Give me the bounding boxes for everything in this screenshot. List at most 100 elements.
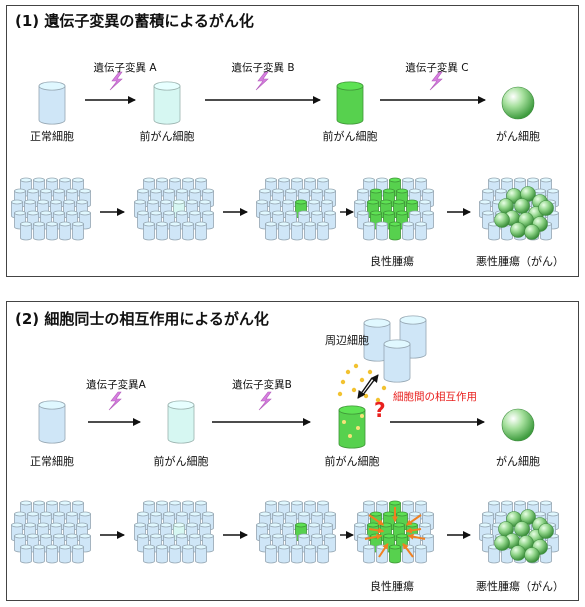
p1-t1-cell-26	[59, 221, 71, 241]
p1-t3-cell-27	[317, 221, 329, 241]
p1-t1-cell-27	[72, 221, 84, 241]
p1-t4-cell-25	[389, 221, 401, 241]
lightning-icon-b2	[258, 391, 272, 411]
p2-t4-cell-27	[415, 544, 427, 564]
tissue-label-benign: 良性腫瘍	[370, 255, 414, 268]
p1-t4-cell-24	[376, 221, 388, 241]
stage-label-precancer-1: 前がん細胞	[139, 130, 195, 143]
panel1-title: (1) 遺伝子変異の蓄積によるがん化	[15, 12, 254, 30]
p2-t1-tissue	[11, 500, 91, 564]
mutation-label-a2: 遺伝子変異A	[86, 379, 146, 391]
stage-label-precancer-2b: 前がん細胞	[324, 455, 380, 468]
p2-t5-cancer-cell-9	[494, 535, 510, 551]
surrounding-cell-3	[383, 339, 411, 383]
p1-t2-cell-23	[143, 221, 155, 241]
p2-t2-cell-24	[156, 544, 168, 564]
p1-t1-cell-24	[33, 221, 45, 241]
p2-t3-tissue	[256, 500, 336, 564]
p2-t3-cell-25	[291, 544, 303, 564]
p1-t2-cell-25	[169, 221, 181, 241]
signal-dot-6	[381, 385, 387, 391]
signal-dot-5	[367, 369, 373, 375]
p1-t4-cell-27	[415, 221, 427, 241]
tissue-label-malignant-2: 悪性腫瘍（がん）	[476, 580, 564, 593]
p1-t5-cancer-cell-9	[494, 212, 510, 228]
p1-t3-cell-25	[291, 221, 303, 241]
p2-t4-signal-arrow-8	[405, 527, 422, 534]
lightning-icon-a2	[108, 391, 122, 411]
signal-dot-4	[351, 387, 357, 393]
p1-t4-tissue	[354, 177, 434, 241]
p2-t1-cell-26	[59, 544, 71, 564]
p1-t4-cell-26	[402, 221, 414, 241]
inner-signal-dot-2	[348, 434, 352, 438]
p2-t4-signal-arrow-4	[407, 533, 426, 540]
p2-t3-cell-24	[278, 544, 290, 564]
p2-t1-cell-25	[46, 544, 58, 564]
p2-t3-cell-27	[317, 544, 329, 564]
mutation-label-c: 遺伝子変異 C	[405, 62, 469, 74]
precancer-cell-interacting	[338, 405, 366, 449]
p2-t3-cell-26	[304, 544, 316, 564]
p2-t5-cancer-cell-12	[538, 523, 554, 539]
inner-signal-dot-0	[342, 420, 346, 424]
p2-t5-cancer-cell-10	[510, 545, 526, 561]
p1-t3-tissue	[256, 177, 336, 241]
p2-t2-cell-27	[195, 544, 207, 564]
cancer-cell-sphere-2	[501, 408, 535, 442]
signal-dot-2	[340, 379, 346, 385]
stage-label-cancer: がん細胞	[496, 130, 540, 143]
p2-t4-cell-23	[363, 544, 375, 564]
p1-t5-cancer-cell-10	[510, 222, 526, 238]
lightning-icon-a	[109, 71, 123, 91]
p1-t5-cancer-cell-11	[524, 224, 540, 240]
mutation-label-b2: 遺伝子変異B	[232, 379, 292, 391]
p1-t1-cell-23	[20, 221, 32, 241]
p1-t1-cell-25	[46, 221, 58, 241]
interaction-arrow-down	[357, 377, 373, 399]
signal-dot-0	[345, 369, 351, 375]
inner-signal-dot-1	[356, 426, 360, 430]
p1-t5-tissue	[479, 177, 559, 241]
p1-t3-cell-24	[278, 221, 290, 241]
p2-t4-signal-arrow-0	[368, 514, 385, 526]
p2-t2-cell-25	[169, 544, 181, 564]
inner-signal-dot-3	[360, 414, 364, 418]
signal-dot-7	[337, 391, 343, 397]
stage-label-cancer-2: がん細胞	[496, 455, 540, 468]
tissue-label-malignant: 悪性腫瘍（がん）	[476, 255, 564, 268]
p2-t4-signal-arrow-3	[364, 533, 383, 540]
interaction-label: 細胞間の相互作用	[393, 391, 477, 403]
signal-dot-9	[363, 393, 369, 399]
p1-t2-cell-26	[182, 221, 194, 241]
signal-dot-8	[375, 397, 381, 403]
precancer-cell-light-1	[153, 81, 181, 125]
p2-t4-signal-arrow-5	[378, 542, 389, 558]
lightning-icon-b	[255, 71, 269, 91]
p2-t1-cell-27	[72, 544, 84, 564]
stage-label-normal-2: 正常細胞	[30, 455, 74, 468]
p1-t2-tissue	[134, 177, 214, 241]
p2-t5-cancer-cell-11	[524, 547, 540, 563]
stage-label-normal: 正常細胞	[30, 130, 74, 143]
p2-t4-cell-25	[389, 544, 401, 564]
p2-t2-tissue	[134, 500, 214, 564]
p2-t2-cell-26	[182, 544, 194, 564]
p1-t2-cell-27	[195, 221, 207, 241]
mutation-label-b: 遺伝子変異 B	[231, 62, 295, 74]
mutation-label-a: 遺伝子変異 A	[93, 62, 157, 74]
p2-t5-cancer-cell-4	[514, 521, 530, 537]
normal-cell-1	[38, 81, 66, 125]
p2-t5-tissue	[479, 500, 559, 564]
question-mark: ?	[374, 398, 386, 422]
p1-t1-tissue	[11, 177, 91, 241]
cancer-cell-sphere-1	[501, 86, 535, 120]
surrounding-cell-label: 周辺細胞	[325, 334, 369, 347]
p2-t4-signal-arrow-7	[368, 527, 385, 534]
p2-t2-cell-23	[143, 544, 155, 564]
stage-label-precancer-2a: 前がん細胞	[153, 455, 209, 468]
p2-t3-cell-23	[265, 544, 277, 564]
p1-t3-cell-26	[304, 221, 316, 241]
surrounding-cell-1	[363, 318, 391, 362]
normal-cell-2	[38, 400, 66, 444]
